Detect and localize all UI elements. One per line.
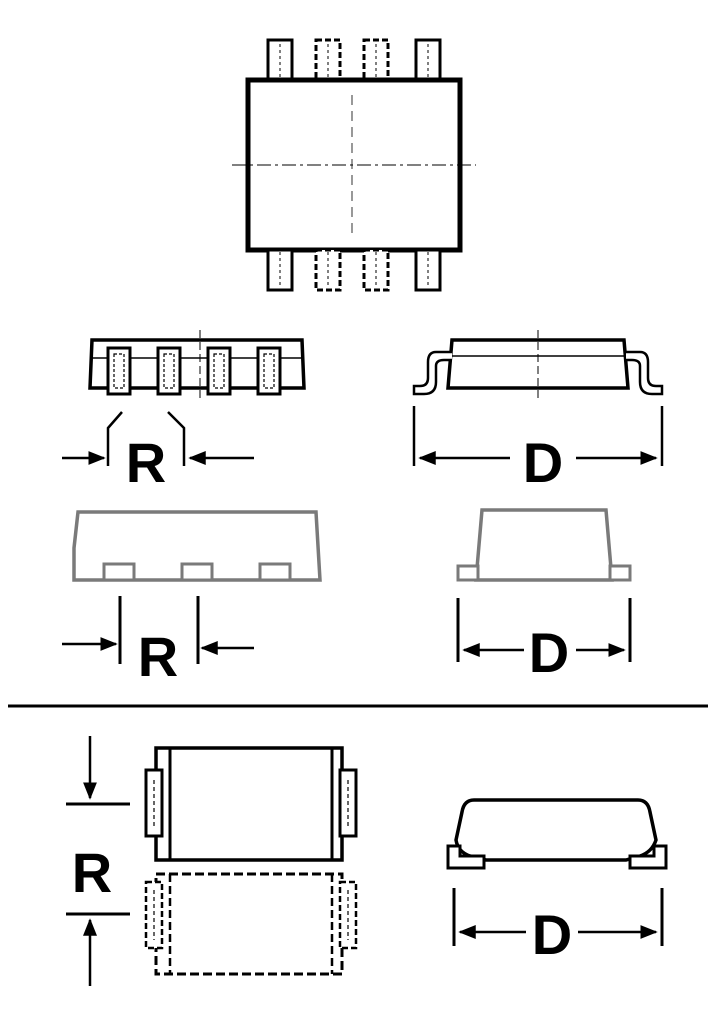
pad [180, 562, 214, 582]
terminal [628, 844, 668, 870]
soic-top-view [232, 38, 476, 292]
soic-side-view-pitch: R [62, 330, 306, 494]
pad [456, 564, 480, 582]
gull-wing-lead [412, 350, 452, 396]
span-label: D [523, 431, 563, 494]
leadless-side-view-pitch: R [62, 510, 322, 688]
end-body [454, 798, 658, 862]
pitch-label: R [126, 431, 166, 494]
two-terminal-end-view-span: D [446, 798, 668, 966]
soic-end-view-span: D [412, 330, 664, 494]
side-body [88, 338, 306, 390]
leadless-end-view-span: D [456, 508, 632, 684]
top-pin-row [266, 38, 442, 82]
pad [608, 564, 632, 582]
end-body [446, 338, 630, 390]
hidden-package-body [154, 872, 344, 976]
package-body [154, 746, 344, 862]
gull-wing-lead [626, 350, 664, 396]
pitch-label: R [138, 625, 178, 688]
end-body [474, 508, 614, 582]
two-terminal-top-view: R [66, 736, 358, 986]
pad [258, 562, 292, 582]
span-label: D [532, 903, 572, 966]
package-body [245, 77, 463, 253]
pad [102, 562, 136, 582]
terminal [446, 844, 486, 870]
span-label: D [529, 621, 569, 684]
pitch-label: R [72, 841, 112, 904]
bottom-pin-row [266, 248, 442, 292]
